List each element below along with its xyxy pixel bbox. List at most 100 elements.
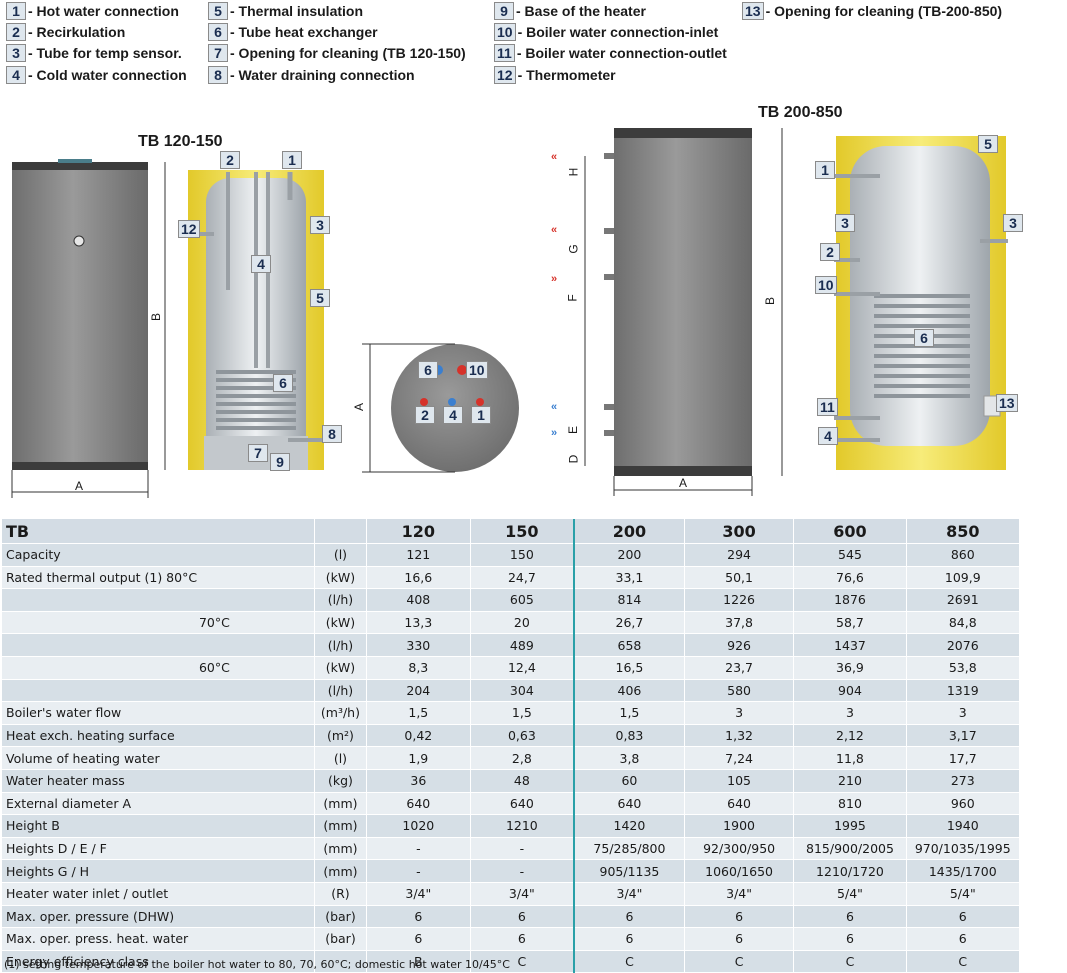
table-cell: 7,24	[684, 746, 795, 770]
dimension-a-label: A	[352, 402, 367, 412]
table-cell: 6	[366, 927, 471, 951]
table-cell: 75/285/800	[573, 837, 685, 861]
callout: 13	[996, 394, 1020, 413]
callout: 11	[817, 398, 840, 417]
dimension-a-label: A	[75, 479, 84, 493]
callout: 6	[914, 329, 936, 348]
callout: 2	[415, 406, 437, 425]
large-tank-section-view	[830, 136, 1008, 470]
table-cell: Water heater mass	[2, 769, 315, 793]
table-cell: 58,7	[793, 611, 907, 635]
table-cell: 5/4"	[906, 882, 1021, 906]
table-cell: 1995	[793, 814, 907, 838]
legend-text: - Opening for cleaning (TB-200-850)	[765, 3, 1003, 19]
legend-number: 10	[494, 23, 516, 41]
large-tank-front-view: « « » « »	[551, 128, 783, 496]
table-cell: (m²)	[314, 724, 368, 748]
table-cell: 406	[573, 679, 685, 703]
callout: 2	[220, 151, 242, 170]
large-diagram-title: TB 200-850	[758, 104, 843, 121]
port-icon	[448, 398, 456, 406]
table-cell: 1,5	[573, 701, 685, 725]
legend-text: - Boiler water connection-outlet	[516, 45, 727, 61]
port-icon	[420, 398, 428, 406]
dimension-h-label: H	[566, 167, 581, 177]
table-cell: 1435/1700	[906, 859, 1021, 883]
table-header-row: TB 120 150 200 300 600 850	[2, 519, 1021, 544]
callout: 10	[815, 276, 839, 295]
legend-text: - Cold water connection	[28, 67, 187, 83]
table-cell: 905/1135	[573, 859, 685, 883]
table-cell: 1060/1650	[684, 859, 795, 883]
legend-item: 7- Opening for cleaning (TB 120-150)	[208, 44, 466, 62]
callout: 3	[835, 214, 857, 233]
legend-number: 7	[208, 44, 228, 62]
table-cell: 150	[470, 543, 575, 567]
svg-text:»: »	[551, 427, 557, 439]
callout: 3	[1003, 214, 1025, 233]
table-cell: 3/4"	[684, 882, 795, 906]
table-cell: 12,4	[470, 656, 575, 680]
callout: 5	[978, 135, 1000, 154]
table-cell: (mm)	[314, 814, 368, 838]
table-cell: External diameter A	[2, 792, 315, 816]
table-cell: Rated thermal output (1) 80°C	[2, 566, 315, 590]
legend-item: 9- Base of the heater	[494, 2, 646, 20]
table-cell: (l/h)	[314, 679, 368, 703]
table-cell: 1020	[366, 814, 471, 838]
callout: 3	[310, 216, 332, 235]
dimension-b-label: B	[763, 296, 778, 306]
svg-text:«: «	[551, 151, 557, 163]
table-header-cell	[314, 519, 368, 544]
table-cell: C	[793, 950, 907, 973]
table-cell: -	[366, 837, 471, 861]
table-cell: 1319	[906, 679, 1021, 703]
legend-text: - Opening for cleaning (TB 120-150)	[230, 45, 466, 61]
legend-item: 6- Tube heat exchanger	[208, 23, 378, 41]
legend-number: 2	[6, 23, 26, 41]
small-tank-section-view	[188, 170, 326, 470]
table-cell: 408	[366, 588, 471, 612]
table-cell: 658	[573, 633, 685, 657]
svg-text:«: «	[551, 401, 557, 413]
table-cell: 814	[573, 588, 685, 612]
table-cell: 1437	[793, 633, 907, 657]
legend-number: 3	[6, 44, 26, 62]
port-icon	[457, 365, 467, 375]
table-cell: 970/1035/1995	[906, 837, 1021, 861]
legend-number: 4	[6, 66, 26, 84]
legend-number: 5	[208, 2, 228, 20]
legend-text: - Tube heat exchanger	[230, 24, 378, 40]
table-cell: 50,1	[684, 566, 795, 590]
table-cell: 6	[470, 927, 575, 951]
table-cell: 1226	[684, 588, 795, 612]
table-cell: 3	[906, 701, 1021, 725]
table-cell: 76,6	[793, 566, 907, 590]
table-cell: 926	[684, 633, 795, 657]
table-cell: 109,9	[906, 566, 1021, 590]
callout: 12	[178, 220, 202, 239]
table-cell: 20	[470, 611, 575, 635]
table-header-cell: 120	[366, 519, 471, 544]
table-cell: C	[684, 950, 795, 973]
table-cell: 6	[470, 905, 575, 929]
legend-item: 12- Thermometer	[494, 66, 616, 84]
table-cell: 3/4"	[366, 882, 471, 906]
legend-number: 8	[208, 66, 228, 84]
table-cell: (kW)	[314, 656, 368, 680]
callout: 4	[251, 255, 273, 274]
table-cell: 36	[366, 769, 471, 793]
table-header-cell: 300	[684, 519, 795, 544]
table-cell: 121	[366, 543, 471, 567]
table-cell: (bar)	[314, 905, 368, 929]
callout: 1	[471, 406, 493, 425]
table-cell: 36,9	[793, 656, 907, 680]
table-cell: (l)	[314, 543, 368, 567]
table-cell: 904	[793, 679, 907, 703]
legend-number: 6	[208, 23, 228, 41]
